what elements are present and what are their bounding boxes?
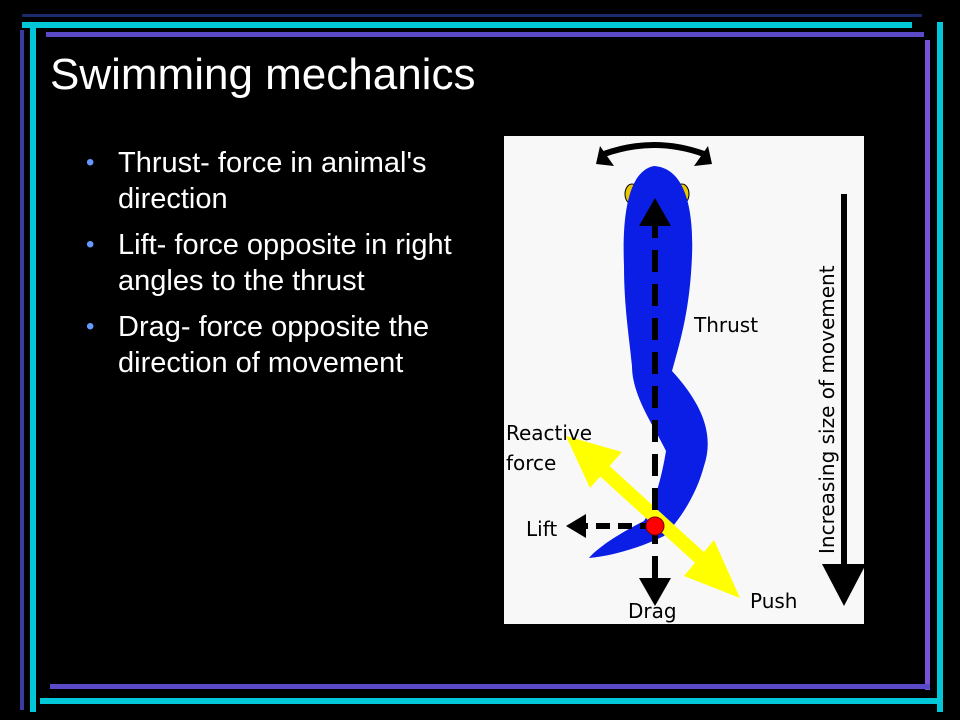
head-swing-arrowhead-left — [596, 146, 614, 166]
bullet-dot: • — [86, 231, 95, 258]
label-lift: Lift — [526, 517, 557, 541]
bullet-drag: • Drag- force opposite the direction of m… — [86, 309, 486, 381]
bullet-dot: • — [86, 313, 95, 340]
pivot-point — [645, 516, 665, 536]
label-push: Push — [750, 589, 797, 613]
frame-top-purple — [46, 32, 924, 37]
movement-size-arrowhead — [822, 564, 864, 606]
bullet-text: Drag- force opposite the direction of mo… — [118, 311, 430, 379]
frame-right-purple — [925, 40, 930, 690]
slide-title: Swimming mechanics — [50, 50, 476, 99]
bullet-text: Lift- force opposite in right angles to … — [118, 229, 452, 297]
reactive-push-arrow-shaft — [581, 448, 727, 584]
head-swing-arrow — [602, 142, 706, 157]
label-reactive-force-line2: force — [506, 451, 556, 475]
bullet-text: Thrust- force in animal's direction — [118, 147, 427, 215]
thrust-arrowhead — [639, 198, 671, 226]
drag-arrowhead — [639, 578, 671, 606]
push-arrowhead — [684, 540, 740, 598]
diagram-svg: Thrust Reactive force Lift Drag Push Inc… — [506, 142, 864, 623]
reactive-arrowhead — [566, 436, 622, 488]
label-reactive-force-line1: Reactive — [506, 421, 592, 445]
fish-body — [589, 166, 708, 558]
label-increasing-size: Increasing size of movement — [815, 265, 839, 554]
frame-bottom-purple — [50, 684, 930, 689]
bullet-thrust: • Thrust- force in animal's direction — [86, 145, 486, 217]
frame-right-cyan — [937, 22, 943, 712]
label-thrust: Thrust — [693, 313, 758, 337]
head-swing-arrowhead-right — [694, 146, 712, 166]
frame-top-cyan — [22, 22, 912, 28]
frame-top-dark — [22, 14, 922, 17]
lift-arrowhead — [566, 514, 586, 538]
swimming-diagram: Thrust Reactive force Lift Drag Push Inc… — [504, 136, 864, 624]
label-drag: Drag — [628, 599, 677, 623]
frame-left-cyan — [30, 22, 36, 712]
bullet-dot: • — [86, 149, 95, 176]
bullet-lift: • Lift- force opposite in right angles to… — [86, 227, 486, 299]
frame-left-purple — [20, 30, 24, 710]
frame-bottom-cyan — [40, 698, 940, 704]
bullet-list: • Thrust- force in animal's direction • Li… — [86, 145, 486, 391]
